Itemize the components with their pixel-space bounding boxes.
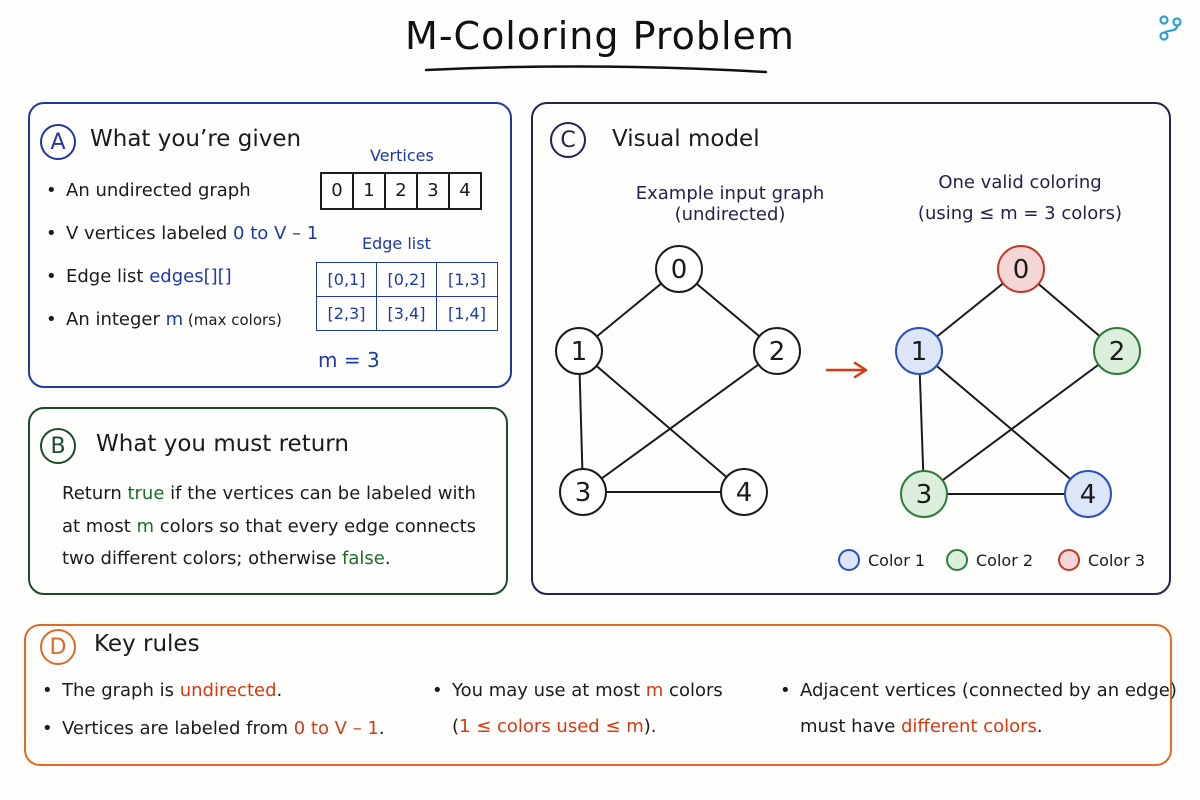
vertex-cell: 1 (354, 174, 386, 208)
edge-cell: [0,2] (377, 263, 437, 297)
colored-graph-edge-1-4 (918, 350, 1089, 495)
edge-cell: [3,4] (377, 297, 437, 330)
legend-color-3: Color 3 (1058, 549, 1145, 571)
section-heading-b: What you must return (96, 431, 349, 457)
legend-label: Color 2 (976, 550, 1034, 570)
legend-label: Color 3 (1088, 550, 1146, 570)
legend-color-1: Color 1 (838, 549, 925, 571)
edge-cell: [1,3] (437, 263, 497, 297)
edge-cell: [0,1] (317, 263, 377, 297)
section-heading-a: What you’re given (90, 126, 302, 152)
section-badge-d: D (40, 629, 76, 665)
branch-logo-icon (1159, 15, 1182, 41)
edge-cell: [1,4] (448, 304, 486, 323)
section-heading-c: Visual model (612, 126, 760, 152)
input-graph-node-2 (753, 327, 801, 375)
rule-item: •You may use at most m colors (432, 680, 723, 701)
section-badge-c: C (550, 122, 586, 158)
vertex-cell: 4 (459, 180, 471, 201)
edge-list-label: Edge list (362, 234, 431, 253)
input-graph-node-label-3: 3 (575, 478, 592, 508)
panel-key-rules (24, 624, 1172, 766)
panel-visual-model (531, 102, 1171, 595)
m-value: m = 3 (318, 348, 380, 372)
color-1-swatch-icon (838, 549, 860, 571)
vertices-array: 0 1 2 3 4 (320, 172, 482, 210)
edge-list-grid: [0,1] [0,2] [1,3] [2,3] [3,4] [1,4] (316, 262, 498, 331)
rule-item-continued: must have different colors. (800, 716, 1043, 737)
input-graph-edge-2-3 (582, 350, 778, 493)
rule-item: •Adjacent vertices (connected by an edge… (780, 680, 1177, 701)
return-description: Return true if the vertices can be label… (62, 483, 477, 569)
vertex-cell: 0 (322, 174, 354, 208)
given-item: Edge list edges[][] (46, 266, 318, 309)
vertices-label: Vertices (370, 146, 434, 165)
input-graph-caption: Example input graph (undirected) (635, 183, 825, 225)
input-graph-node-4 (720, 468, 768, 516)
colored-graph-node-label-3: 3 (916, 480, 933, 510)
colored-graph-node-label-1: 1 (911, 337, 928, 367)
colored-graph-node-2 (1093, 327, 1141, 375)
arrow-right-icon (825, 361, 868, 379)
section-heading-d: Key rules (94, 631, 200, 657)
input-graph-edge-1-4 (578, 350, 745, 493)
title-underline (424, 65, 768, 74)
colored-graph-node-label-2: 2 (1109, 337, 1126, 367)
panel-given (28, 102, 512, 388)
vertex-cell: 2 (386, 174, 418, 208)
colored-graph-node-1 (895, 327, 943, 375)
colored-graph-node-3 (900, 470, 948, 518)
section-badge-b: B (40, 428, 76, 464)
input-graph-node-label-2: 2 (769, 337, 786, 367)
page-title: M-Coloring Problem (405, 14, 795, 58)
coloring-caption: One valid coloring (938, 172, 1102, 193)
given-list: An undirected graph V vertices labeled 0… (46, 180, 318, 352)
rule-item: •The graph is undirected. (42, 680, 283, 701)
colored-graph-node-label-4: 4 (1080, 480, 1097, 510)
colored-graph-node-0 (997, 245, 1045, 293)
input-graph-node-label-1: 1 (571, 337, 588, 367)
given-item: An undirected graph (46, 180, 318, 223)
graph-canvas: 0 1 2 3 4 0 1 2 3 4 (555, 245, 1141, 518)
rule-item-continued: (1 ≤ colors used ≤ m). (452, 716, 657, 737)
colored-graph-node-label-0: 0 (1013, 255, 1030, 285)
input-graph-node-1 (555, 327, 603, 375)
colored-graph-node-4 (1064, 470, 1112, 518)
input-graph-node-label-0: 0 (671, 255, 688, 285)
input-graph-node-0 (655, 245, 703, 293)
rule-item: •Vertices are labeled from 0 to V – 1. (42, 718, 385, 739)
rules-column-3: •Adjacent vertices (connected by an edge… (780, 680, 1177, 737)
coloring-caption-sub: (using ≤ m = 3 colors) (917, 203, 1123, 224)
input-graph-node-3 (559, 468, 607, 516)
edge-cell: [2,3] (317, 297, 377, 330)
input-graph-node-label-4: 4 (736, 478, 753, 508)
section-badge-a: A (40, 124, 76, 160)
rules-column-1: •The graph is undirected. •Vertices are … (42, 680, 385, 739)
vertex-cell: 3 (418, 174, 450, 208)
legend-label: Color 1 (868, 550, 926, 570)
color-3-swatch-icon (1058, 549, 1080, 571)
colored-graph-edge-2-3 (923, 350, 1118, 495)
color-2-swatch-icon (946, 549, 968, 571)
legend-color-2: Color 2 (946, 549, 1033, 571)
panel-return (28, 407, 508, 595)
given-item: V vertices labeled 0 to V – 1 (46, 223, 318, 266)
given-item: An integer m (max colors) (46, 309, 318, 352)
rules-column-2: •You may use at most m colors (1 ≤ color… (432, 680, 723, 737)
